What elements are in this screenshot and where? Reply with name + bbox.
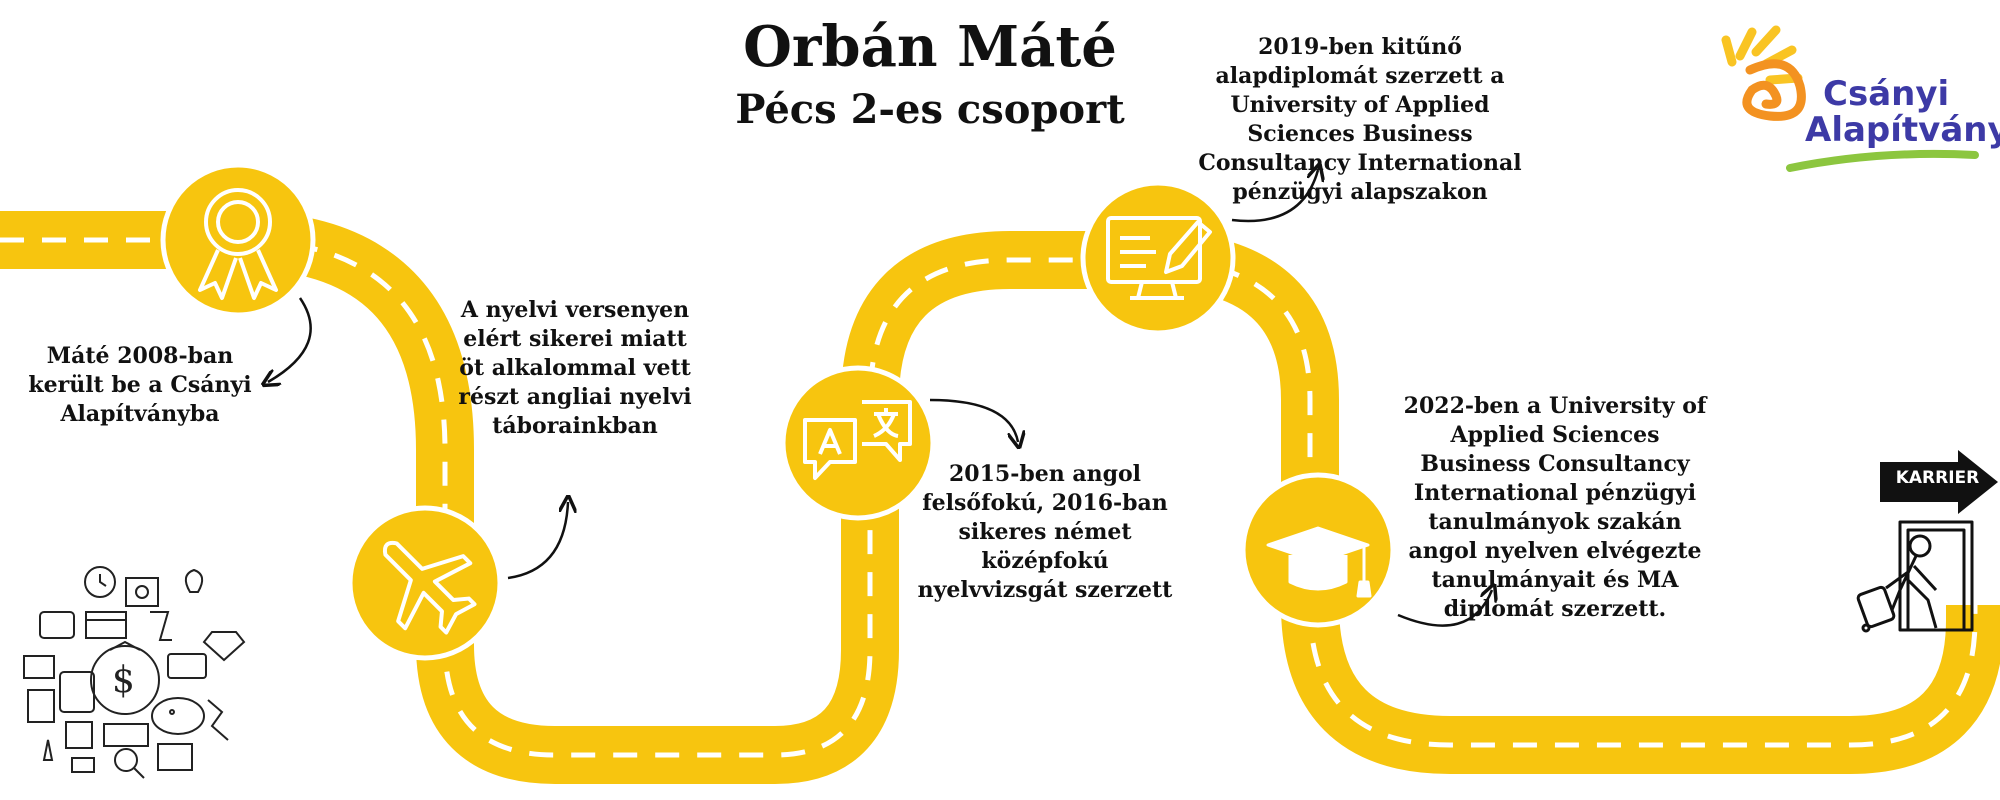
milestone-1 <box>160 162 316 318</box>
csanyi-logo-mark <box>1721 25 1979 172</box>
airplane-icon <box>382 540 477 635</box>
person-exiting-door-with-suitcase-icon <box>1856 520 1974 633</box>
road <box>0 211 2000 784</box>
finance-doodles-icon: $ <box>23 566 246 779</box>
arrow-5 <box>1397 590 1492 627</box>
page-title: Orbán Máté <box>743 14 1117 80</box>
milestone-4 <box>1080 180 1236 336</box>
page-subtitle: Pécs 2-es csoport <box>735 86 1125 133</box>
graduation-cap-icon <box>1266 526 1372 598</box>
career-sign <box>1880 450 1998 514</box>
csanyi-logo: Csányi Alapítvány <box>1805 74 2000 150</box>
milestone-3-text: 2015-ben angol felsőfokú, 2016-ban siker… <box>917 461 1173 603</box>
arrow-4 <box>1231 170 1318 223</box>
arrow-2 <box>507 502 568 580</box>
milestone-5-text: 2022-ben a University of Applied Science… <box>1403 393 1707 622</box>
milestone-4-text: 2019-ben kitűnő alapdiplomát szerzett a … <box>1198 34 1522 205</box>
award-ribbon-icon <box>198 188 278 300</box>
svg-text:$: $ <box>112 660 135 701</box>
milestone-2-text: A nyelvi versenyen elért sikerei miatt ö… <box>458 297 692 439</box>
connector-arrows <box>268 170 1492 627</box>
milestone-5 <box>1240 472 1396 628</box>
arrow-1 <box>268 297 312 382</box>
logo-line-2: Alapítvány <box>1805 110 2000 150</box>
arrow-3 <box>929 398 1018 442</box>
milestone-3 <box>780 365 936 521</box>
milestone-2 <box>347 505 503 661</box>
logo-line-1: Csányi <box>1823 74 1950 114</box>
milestone-1-text: Máté 2008-ban került be a Csányi Alapítv… <box>28 343 252 427</box>
career-label: KARRIER <box>1895 468 1980 488</box>
computer-edit-icon <box>1106 216 1212 300</box>
translation-bubbles-icon <box>803 400 912 480</box>
